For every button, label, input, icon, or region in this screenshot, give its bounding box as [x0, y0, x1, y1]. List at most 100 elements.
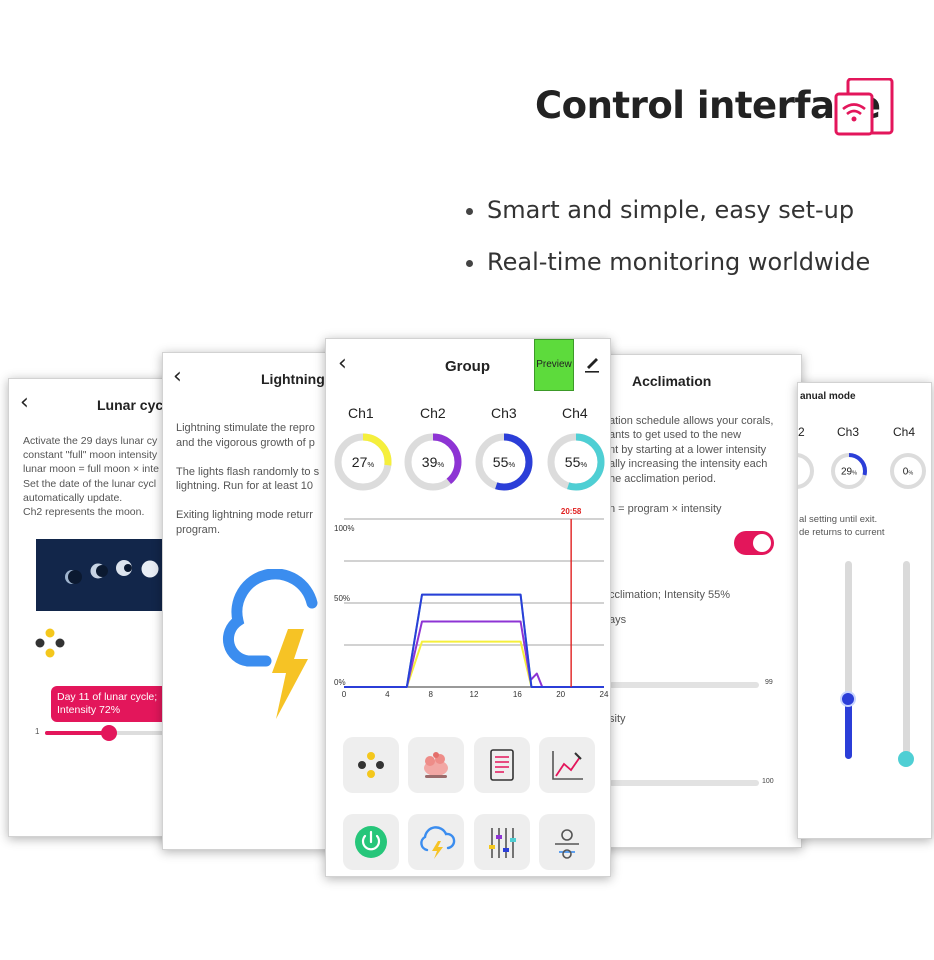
ring-value: 0%	[903, 467, 914, 478]
group-screen: ‹ Group Preview Ch1 Ch2 Ch3 Ch4 27% 39% 55…	[325, 338, 611, 877]
ring-value: 55%	[493, 454, 516, 470]
lunar-day-text: Day 11 of lunar cycle;	[57, 691, 158, 703]
description-text: al setting until exit. de returns to cur…	[799, 514, 885, 538]
x-tick-label: 0	[342, 690, 347, 699]
channel-label: Ch3	[491, 405, 517, 421]
acclimation-screen: Acclimation ation schedule allows your c…	[600, 354, 802, 848]
channel-ring-ch4: 55%	[547, 433, 605, 491]
channel-label: Ch1	[348, 405, 374, 421]
manual-ring-ch3: 29%	[831, 453, 867, 489]
days-slider[interactable]	[609, 682, 759, 688]
curve-edit-icon	[552, 751, 583, 780]
manual-rings: 29% 0%	[798, 453, 926, 489]
feature-list: Smart and simple, easy set-up Real-time …	[466, 196, 870, 300]
lunar-slider-thumb[interactable]	[101, 725, 117, 741]
channel-ring-ch2: 39%	[404, 433, 462, 491]
preview-button[interactable]: Preview	[534, 339, 574, 391]
acclimation-status: cclimation; Intensity 55%	[609, 589, 731, 601]
channel-ring-ch3: 55%	[475, 433, 533, 491]
channel-ring-ch1: 27%	[334, 433, 392, 491]
days-max-label: 99	[765, 679, 773, 686]
formula-text: n = program × intensity	[609, 503, 722, 515]
description-text: ation schedule allows your corals, ants …	[609, 415, 774, 485]
lightning-tile[interactable]	[408, 814, 464, 870]
channel-label: Ch3	[837, 425, 860, 439]
screen-title: Lunar cycle	[97, 397, 175, 413]
toggle-knob	[753, 534, 771, 552]
sliders-icon	[489, 828, 516, 858]
ch3-vertical-slider[interactable]	[840, 561, 856, 759]
slider-min-label: 1	[35, 727, 40, 736]
ch3-slider-thumb[interactable]	[840, 691, 856, 707]
schedule-chart[interactable]: 100% 50% 0% 0 4 8 12 16 20 24 20:58	[326, 499, 610, 704]
headline-title: Control interface	[535, 84, 881, 127]
days-label: ays	[609, 614, 627, 626]
channel-label: Ch4	[893, 425, 916, 439]
x-tick-label: 8	[428, 690, 433, 699]
acclimation-tile[interactable]	[539, 814, 595, 870]
series-ch2	[344, 620, 604, 688]
ring-partial	[798, 453, 814, 489]
description-text: Lightning stimulate the repro and the vi…	[176, 422, 320, 536]
channel-label: 2	[798, 425, 805, 439]
manual-mode-screen: anual mode 2 Ch3 Ch4 29% 0% al setting un…	[797, 382, 932, 839]
preview-label: Preview	[536, 359, 572, 370]
cloud-lightning-icon	[420, 826, 456, 859]
lunar-status-bubble: Day 11 of lunar cycle; Intensity 72%	[51, 686, 181, 722]
lunar-cycle-tile[interactable]	[343, 737, 399, 793]
description-text: Activate the 29 days lunar cy constant "…	[23, 435, 159, 519]
cloud-lightning-icon	[223, 569, 318, 719]
series-ch1	[344, 640, 604, 688]
lunar-slider[interactable]	[45, 725, 209, 741]
screen-title: anual mode	[800, 391, 856, 402]
program-tile[interactable]	[474, 737, 530, 793]
lunar-slider-fill	[45, 731, 109, 735]
power-tile[interactable]	[343, 814, 399, 870]
channel-label: Ch2	[420, 405, 446, 421]
x-tick-label: 24	[600, 690, 609, 699]
document-icon	[490, 749, 514, 781]
screen-title: Lightning	[261, 371, 325, 387]
moon-icon	[358, 752, 384, 778]
moon-icon	[35, 628, 65, 658]
screen-title: Acclimation	[632, 373, 712, 389]
ch4-slider-thumb[interactable]	[898, 751, 914, 767]
ch3-slider-fill	[845, 699, 852, 759]
manual-tile[interactable]	[474, 814, 530, 870]
ring-value: 39%	[422, 454, 445, 470]
coral-tile[interactable]	[408, 737, 464, 793]
x-tick-label: 4	[385, 690, 390, 699]
y-tick-label: 100%	[334, 524, 354, 533]
power-icon	[355, 826, 387, 858]
intensity-max-label: 100	[762, 778, 774, 785]
curve-edit-tile[interactable]	[539, 737, 595, 793]
ch4-vertical-slider[interactable]	[898, 561, 914, 767]
screen-title: Group	[445, 358, 490, 375]
manual-ring-ch4: 0%	[890, 453, 926, 489]
edit-icon[interactable]	[584, 355, 600, 373]
ring-value: 55%	[565, 454, 588, 470]
moon-phases-image	[36, 539, 176, 611]
x-tick-label: 12	[470, 690, 479, 699]
channel-rings: 27% 39% 55% 55%	[334, 433, 605, 491]
intensity-label: sity	[609, 713, 626, 725]
x-tick-label: 20	[556, 690, 565, 699]
acclimation-toggle[interactable]	[734, 531, 774, 555]
y-tick-label: 50%	[334, 594, 350, 603]
intensity-slider[interactable]	[609, 780, 759, 786]
back-button[interactable]: ‹	[20, 390, 29, 415]
series-ch3	[344, 593, 604, 688]
coral-icon	[424, 752, 448, 778]
back-button[interactable]: ‹	[338, 351, 347, 376]
ring-value: 29%	[841, 467, 857, 478]
feature-item: Real-time monitoring worldwide	[466, 248, 870, 300]
lunar-intensity-text: Intensity 72%	[57, 704, 121, 716]
channel-label: Ch4	[562, 405, 588, 421]
feature-item: Smart and simple, easy set-up	[466, 196, 870, 248]
y-tick-label: 0%	[334, 678, 346, 687]
ring-value: 27%	[352, 454, 375, 470]
back-button[interactable]: ‹	[173, 364, 182, 389]
x-tick-label: 16	[513, 690, 522, 699]
wifi-device-icon	[834, 78, 894, 136]
time-marker-label: 20:58	[561, 507, 582, 516]
